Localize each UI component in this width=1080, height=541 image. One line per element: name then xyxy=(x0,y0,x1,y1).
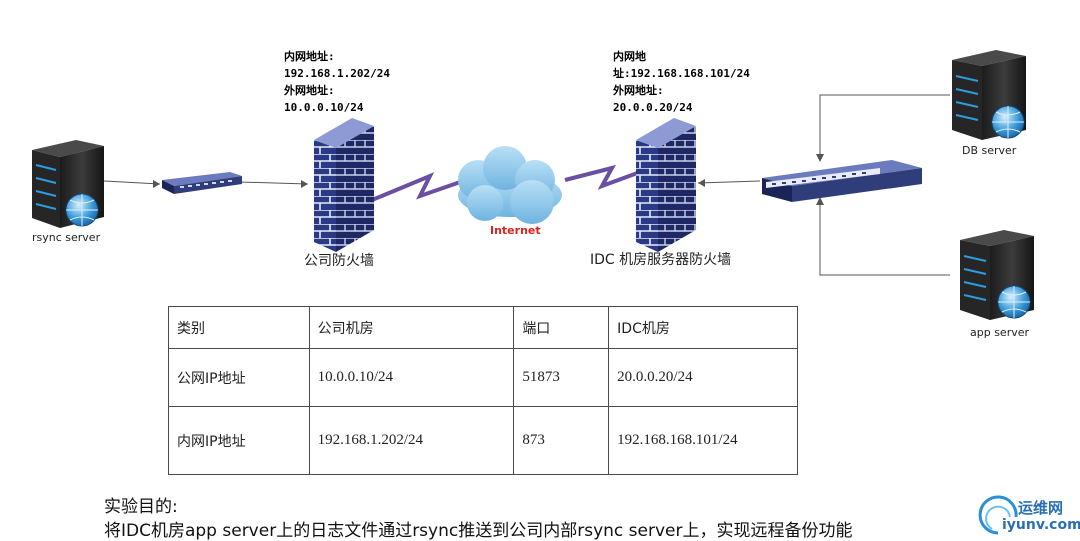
connection-lines xyxy=(103,94,950,276)
table-cell: 内网IP地址 xyxy=(168,406,310,475)
table-cell: 51873 xyxy=(513,348,610,407)
table-header-cell: 端口 xyxy=(513,306,610,349)
table-cell: 192.168.1.202/24 xyxy=(308,406,515,475)
link-db-to-idc-switch xyxy=(819,94,950,160)
idc-firewall-label: IDC 机房服务器防火墙 xyxy=(590,252,732,268)
link-rsync-to-switch xyxy=(103,180,161,185)
idc-firewall-icon xyxy=(636,118,696,252)
table-header-row: 类别 公司机房 端口 IDC机房 xyxy=(168,306,798,349)
wan-links xyxy=(371,164,641,202)
table-cell: 公网IP地址 xyxy=(168,348,310,407)
idc-fw-addr-line4: 20.0.0.20/24 xyxy=(613,101,693,114)
link-switch-to-company-firewall xyxy=(239,181,309,185)
watermark-cn: 运维网 xyxy=(1018,499,1064,517)
internet-cloud-icon xyxy=(458,146,562,224)
address-table: 类别 公司机房 端口 IDC机房 公网IP地址 10.0.0.10/24 518… xyxy=(168,306,798,475)
arrowheads xyxy=(153,154,824,205)
idc-fw-addr-line2: 址:192.168.168.101/24 xyxy=(613,67,750,80)
table-header-cell: 公司机房 xyxy=(308,306,515,349)
wan-link-idc xyxy=(564,164,641,190)
table-row: 公网IP地址 10.0.0.10/24 51873 20.0.0.20/24 xyxy=(168,348,798,407)
rsync-server-label: rsync server xyxy=(32,231,101,244)
app-server-label: app server xyxy=(970,326,1030,339)
company-fw-addr-line2: 192.168.1.202/24 xyxy=(284,67,390,80)
idc-fw-addr-line1: 内网地 xyxy=(613,50,646,63)
table-header-cell: IDC机房 xyxy=(608,306,798,349)
company-fw-addr-line1: 内网地址: xyxy=(284,50,335,63)
rsync-server-icon xyxy=(32,140,104,228)
idc-switch-icon xyxy=(762,160,922,202)
company-firewall-label: 公司防火墙 xyxy=(304,253,374,269)
company-firewall-addresses: 内网地址: 192.168.1.202/24 外网地址: 10.0.0.10/24 xyxy=(284,48,390,116)
watermark-logo-icon xyxy=(978,495,1018,535)
table-cell: 10.0.0.10/24 xyxy=(308,348,515,407)
company-switch-icon xyxy=(162,172,242,194)
purpose-title: 实验目的: xyxy=(104,497,178,517)
table-cell: 873 xyxy=(513,406,610,475)
table-cell: 20.0.0.20/24 xyxy=(608,348,798,407)
db-server-label: DB server xyxy=(962,144,1017,157)
idc-firewall-addresses: 内网地址:192.168.168.101/24 外网地址: 20.0.0.20/24 xyxy=(613,48,750,116)
company-fw-addr-line3: 外网地址: xyxy=(284,84,335,97)
table-row: 内网IP地址 192.168.1.202/24 873 192.168.168.… xyxy=(168,406,798,475)
link-app-to-idc-switch xyxy=(819,198,950,276)
company-firewall-icon xyxy=(314,118,374,252)
table-header-cell: 类别 xyxy=(168,306,310,349)
link-idc-switch-to-idc-firewall xyxy=(697,180,761,184)
company-fw-addr-line4: 10.0.0.10/24 xyxy=(284,101,364,114)
table-cell: 192.168.168.101/24 xyxy=(608,406,798,475)
wan-link-company xyxy=(371,172,467,202)
db-server-icon xyxy=(952,50,1026,140)
internet-label: Internet xyxy=(490,224,541,237)
watermark-en: iyunv.com xyxy=(1002,517,1080,533)
app-server-icon xyxy=(960,230,1034,320)
purpose-text: 将IDC机房app server上的日志文件通过rsync推送到公司内部rsyn… xyxy=(104,521,853,541)
idc-fw-addr-line3: 外网地址: xyxy=(613,84,664,97)
